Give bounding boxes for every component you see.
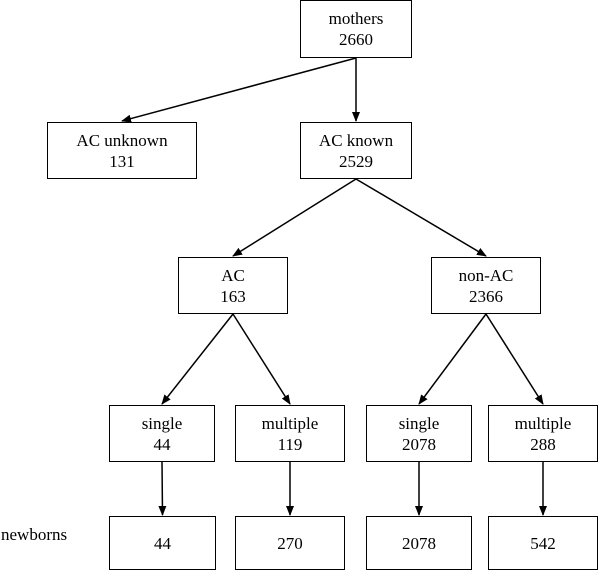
node-label: non-AC bbox=[458, 265, 514, 285]
node-label: multiple bbox=[261, 413, 319, 433]
node-nonac-multiple: multiple 288 bbox=[488, 405, 598, 462]
node-count: 163 bbox=[220, 286, 246, 306]
node-ac: AC 163 bbox=[178, 257, 288, 314]
edge-non_ac-to-nonac_single bbox=[418, 313, 487, 405]
node-non-ac: non-AC 2366 bbox=[431, 257, 541, 314]
node-ac-multiple: multiple 119 bbox=[235, 405, 345, 462]
node-label: AC unknown bbox=[76, 130, 168, 150]
node-newborns-ac-multiple: 270 bbox=[235, 516, 345, 570]
edge-ac_known-to-non_ac bbox=[355, 178, 487, 257]
edge-ac-to-ac_multiple bbox=[232, 313, 291, 405]
newborns-row-label: newborns bbox=[1, 525, 68, 544]
node-count: 2529 bbox=[339, 151, 373, 171]
node-count: 44 bbox=[154, 533, 171, 553]
node-count: 2078 bbox=[402, 434, 436, 454]
node-count: 2078 bbox=[402, 533, 436, 553]
edge-non_ac-to-nonac_multiple bbox=[485, 313, 544, 405]
node-ac-known: AC known 2529 bbox=[300, 122, 412, 179]
node-label: single bbox=[398, 413, 440, 433]
node-nonac-single: single 2078 bbox=[366, 405, 472, 462]
node-count: 2660 bbox=[339, 30, 373, 49]
node-count: 542 bbox=[530, 533, 556, 553]
node-newborns-nonac-multiple: 542 bbox=[488, 516, 598, 570]
node-label: multiple bbox=[514, 413, 572, 433]
node-label: mothers bbox=[328, 9, 384, 28]
edge-ac_known-to-ac bbox=[232, 178, 357, 257]
node-label: single bbox=[141, 413, 183, 433]
node-count: 131 bbox=[109, 151, 135, 171]
edge-mothers-to-ac_unknown bbox=[121, 57, 357, 123]
edge-ac-to-ac_single bbox=[161, 313, 234, 405]
node-label: AC bbox=[221, 265, 245, 285]
node-newborns-nonac-single: 2078 bbox=[366, 516, 472, 570]
node-count: 119 bbox=[277, 434, 303, 454]
node-count: 270 bbox=[277, 533, 303, 553]
node-count: 44 bbox=[153, 434, 171, 454]
node-mothers: mothers 2660 bbox=[300, 0, 412, 58]
node-count: 2366 bbox=[469, 286, 503, 306]
node-ac-unknown: AC unknown 131 bbox=[47, 122, 197, 179]
node-newborns-ac-single: 44 bbox=[109, 516, 216, 570]
node-count: 288 bbox=[530, 434, 556, 454]
edge-ac_single-to-nb_ac_single bbox=[158, 461, 167, 516]
node-ac-single: single 44 bbox=[109, 405, 215, 462]
node-label: AC known bbox=[318, 130, 394, 150]
